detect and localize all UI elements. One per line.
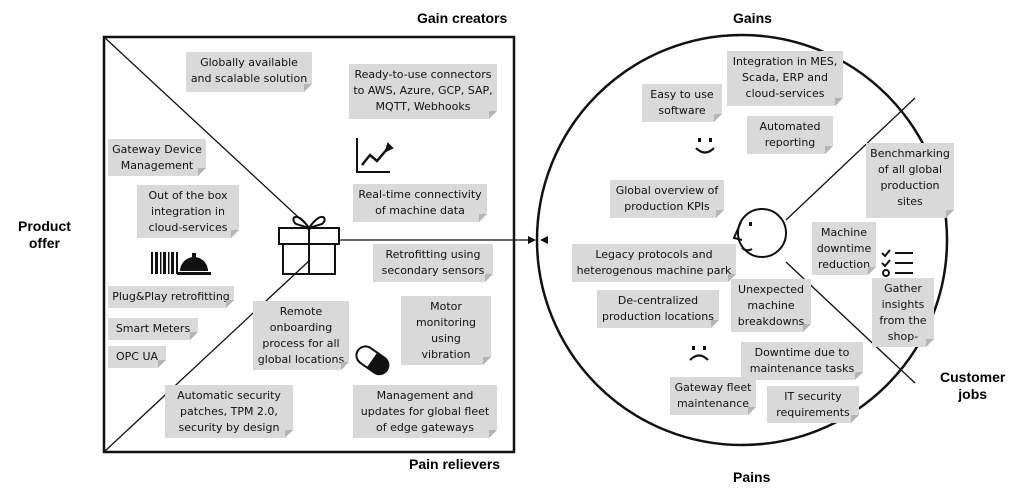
heading-pain-relievers: Pain relievers <box>409 456 501 472</box>
gain-creator-note: Globally available and scalable solution <box>186 52 312 92</box>
value-map-square <box>102 35 516 454</box>
arrow-right-icon <box>528 236 536 244</box>
product-note: Smart Meters <box>108 318 198 340</box>
smiley-happy-icon <box>695 138 715 154</box>
pain-note: Legacy protocols and heterogenous machin… <box>572 244 736 282</box>
product-note: Plug&Play retrofitting <box>108 286 234 308</box>
heading-pains: Pains <box>733 469 771 485</box>
pain-note: Unexpected machine breakdowns <box>731 279 811 332</box>
customer-job-note: Benchmarking of all global production si… <box>866 143 954 218</box>
line-chart-icon <box>356 138 394 173</box>
barcode-icon <box>151 252 178 274</box>
pain-note: IT security requirements <box>767 386 859 423</box>
product-note: Out of the box integration in cloud-serv… <box>137 185 239 238</box>
customer-job-note: Gather insights from the shop-floor <box>872 278 934 347</box>
gain-note: Global overview of production KPIs <box>610 180 724 218</box>
heading-product-offer: Product offer <box>18 218 71 251</box>
gain-note: Integration in MES, Scada, ERP and cloud… <box>727 51 843 106</box>
customer-job-note: Machine downtime reduction <box>812 222 876 275</box>
service-bell-icon <box>177 253 211 275</box>
product-note: Gateway Device Management <box>108 139 206 176</box>
customer-profile-circle <box>535 33 949 447</box>
heading-gains: Gains <box>733 10 772 26</box>
gain-note: Easy to use software <box>642 84 722 122</box>
customer-face-icon <box>732 208 787 258</box>
pill-icon <box>355 345 390 376</box>
pain-reliever-note: Remote onboarding process for all global… <box>253 301 349 370</box>
heading-gain-creators: Gain creators <box>417 10 508 26</box>
diagonal-top <box>103 36 311 229</box>
gain-creator-note: Real-time connectivity of machine data <box>353 184 487 222</box>
checklist-icon <box>881 249 913 277</box>
pain-note: De-centralized production locations <box>597 290 719 328</box>
smiley-sad-icon <box>689 346 709 361</box>
gain-note: Automated reporting <box>747 116 833 154</box>
product-note: OPC UA <box>108 346 166 368</box>
arrow-left-icon <box>540 236 548 244</box>
pain-reliever-note: Motor monitoring using vibration sensors <box>401 296 491 365</box>
pain-reliever-note: Management and updates for global fleet … <box>353 385 497 438</box>
gain-creator-note: Ready-to-use connectors to AWS, Azure, G… <box>349 64 497 119</box>
circle-divider-top <box>785 97 916 221</box>
diagonal-bottom <box>103 259 311 453</box>
pain-note: Downtime due to maintenance tasks <box>741 342 863 380</box>
pain-reliever-note: Retrofitting using secondary sensors <box>373 244 493 282</box>
pain-note: Gateway fleet maintenance <box>670 377 756 415</box>
heading-customer-jobs: Customer jobs <box>940 369 1006 402</box>
gift-icon <box>278 216 340 275</box>
pain-reliever-note: Automatic security patches, TPM 2.0, sec… <box>165 385 293 438</box>
